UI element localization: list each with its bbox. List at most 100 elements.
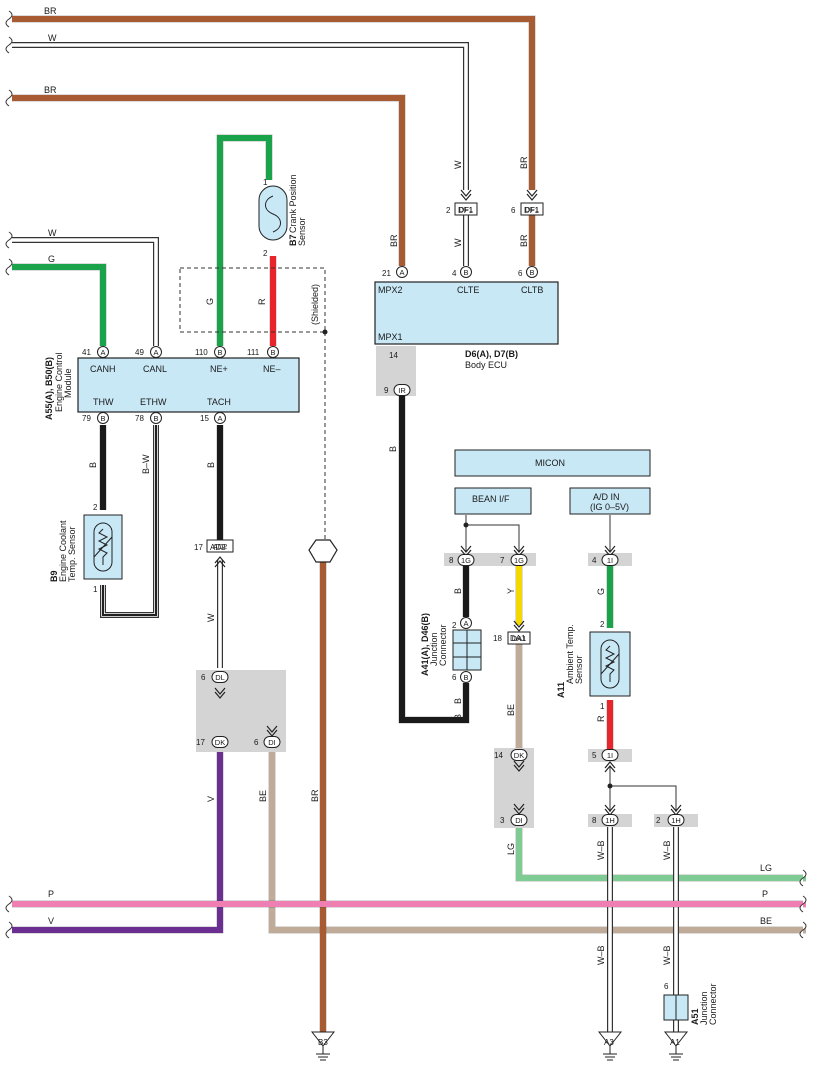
terminal-letter: A	[217, 414, 222, 423]
wire-label: B	[206, 462, 216, 468]
ground-labels: B3 A3 A1	[318, 1038, 680, 1047]
terminal-letter: B	[270, 348, 275, 357]
wire-bw-stripe	[102, 425, 157, 616]
wire-label: W–B	[662, 945, 672, 965]
connector-box	[454, 202, 478, 216]
component-ref: A55(A), B50(B)	[44, 357, 54, 420]
wire-label: G	[205, 298, 215, 305]
micon-block: MICON BEAN I/F A/D IN (IG 0–5V)	[472, 458, 629, 512]
wire-label: LG	[760, 863, 772, 873]
wire-break-mark	[5, 89, 13, 107]
thermistor-arrow	[93, 536, 113, 558]
wire-label: V	[48, 916, 54, 926]
terminal-circle	[460, 671, 472, 683]
ground-symbol	[669, 1046, 683, 1061]
ground-point-label: A3	[604, 1038, 614, 1047]
splice-dot	[607, 783, 613, 789]
wire	[12, 94, 406, 266]
connector-code: 1H	[671, 816, 681, 825]
component-name: Ambient Temp.	[565, 624, 575, 684]
connector-code: 1G	[514, 556, 524, 565]
connector-pill	[457, 554, 475, 566]
terminal-label: CANH	[90, 364, 116, 374]
wire-shadow	[216, 134, 273, 346]
ground-point-label: B3	[318, 1038, 328, 1047]
wire	[12, 263, 107, 346]
signal-line	[465, 515, 520, 552]
wire-label: B	[453, 714, 463, 720]
inline-connector-chevron	[604, 761, 616, 773]
terminal-label: NE–	[263, 364, 281, 374]
wire	[12, 15, 536, 190]
wire-core	[12, 264, 106, 346]
terminal-letter: B	[217, 348, 222, 357]
connector-pill	[601, 554, 619, 566]
pin-number: 14	[494, 751, 503, 760]
wire-label: B	[453, 588, 463, 594]
pin-number: 21	[382, 269, 391, 278]
connector-pill	[510, 814, 528, 826]
junction-grid	[453, 630, 481, 670]
pin-number: 15	[200, 414, 209, 423]
terminal-letter: B	[529, 268, 534, 277]
shield-outline	[179, 267, 326, 333]
wire	[216, 134, 273, 346]
connector-name: DF1	[458, 206, 474, 215]
connector-box	[507, 631, 531, 645]
pin-number: 1	[263, 178, 268, 187]
wire-break-mark	[5, 10, 13, 28]
wire-label: B	[388, 446, 398, 452]
connector-code: AD2	[213, 542, 228, 551]
wire-label: P	[48, 889, 54, 899]
terminal-label: MPX1	[378, 332, 403, 342]
wire-labels: BR W BR W G G R (Shielded) W BR W BR BR …	[44, 6, 772, 965]
wire-core	[12, 95, 405, 266]
connector-pill	[211, 671, 229, 683]
ambient-temp-sensor: 2 1 A11 Ambient Temp. Sensor	[556, 620, 605, 711]
resistor-zigzag	[97, 528, 109, 565]
pin-number: 9	[384, 386, 389, 395]
connector-pill	[667, 814, 685, 826]
inline-connector-chevron	[513, 620, 525, 632]
wire-label: W	[206, 613, 216, 622]
shield-ground-splice	[308, 539, 338, 563]
pin-number: 4	[592, 556, 597, 565]
component-ref: A51	[690, 1008, 700, 1025]
terminal-circle	[97, 346, 109, 358]
wire-label: W	[48, 228, 57, 238]
adin-box	[569, 487, 651, 515]
terminal-circle	[214, 412, 226, 424]
connector-code: DI	[268, 738, 276, 747]
wire-label: B	[88, 462, 98, 468]
pin-number: 2	[452, 621, 457, 630]
wire-label: BE	[760, 916, 772, 926]
pin-number: 8	[449, 556, 454, 565]
connector-labels: 2 DF1 6 DF1 17 AD2 6 17 6 8 7 18 DA1 14 …	[194, 206, 661, 825]
pin-number: 2	[656, 816, 661, 825]
component-name: Connector	[708, 983, 718, 1025]
shielded-label: (Shielded)	[310, 284, 320, 325]
component-name: Connector	[438, 624, 448, 666]
wire	[268, 748, 806, 934]
component-name: Junction	[429, 632, 439, 666]
bean-if-box	[454, 487, 532, 515]
terminal-label: TACH	[207, 397, 231, 407]
terminal-label: CLTE	[457, 285, 479, 295]
pin-number: 6	[452, 673, 457, 682]
pin-number: 41	[82, 348, 91, 357]
terminal-letter: A	[153, 348, 158, 357]
terminal-letter: B	[153, 414, 158, 423]
connector-code: DF1	[459, 205, 473, 214]
wire	[398, 396, 470, 724]
pin-number: 110	[195, 348, 208, 357]
connector-name: DF1	[524, 206, 540, 215]
micon-box	[454, 449, 651, 477]
wire-label: BR	[44, 85, 57, 95]
wire-label: BE	[506, 704, 516, 716]
wire-label: W	[48, 33, 57, 43]
wire-label: R	[257, 298, 267, 305]
terminal-label: ETHW	[140, 397, 167, 407]
pin-number: 7	[500, 556, 505, 565]
pin-number: 78	[135, 414, 144, 423]
connector-code: DI	[515, 816, 523, 825]
